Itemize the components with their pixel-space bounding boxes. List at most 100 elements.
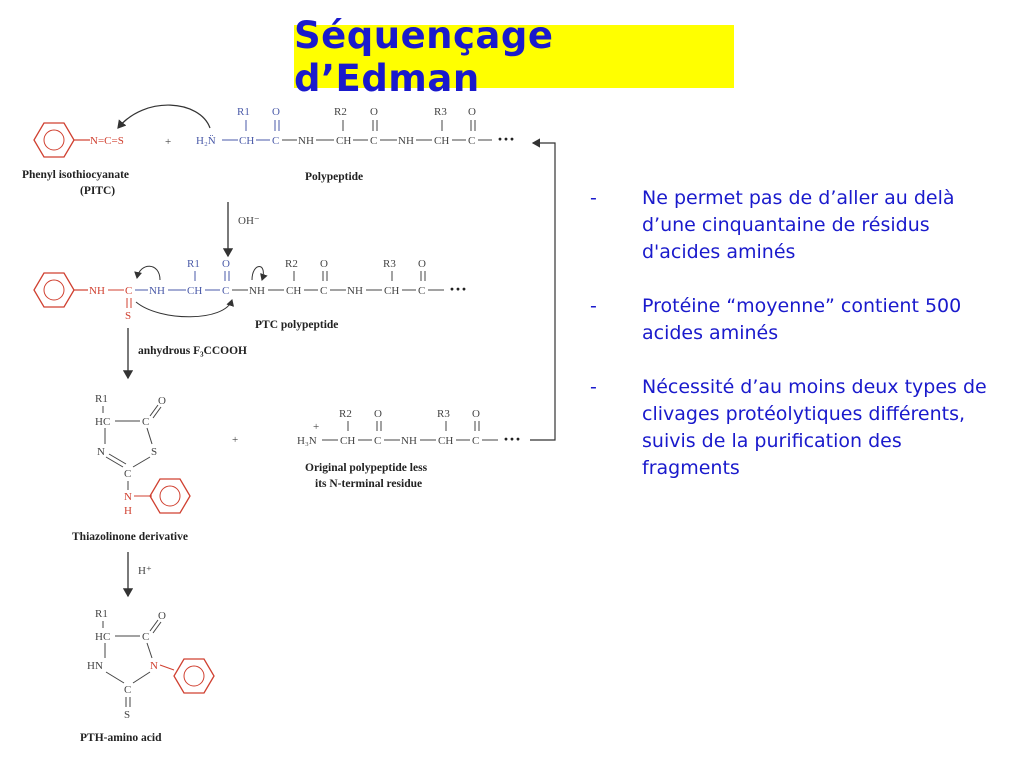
benzene-ring-1	[33, 122, 75, 158]
thiazolinone-structure: R1 HC C O N S C N H	[95, 393, 191, 517]
ptc-ch2: CH	[286, 285, 301, 297]
ptc-c3: C	[418, 285, 425, 297]
ptc-o2: O	[320, 258, 328, 270]
ch3: CH	[434, 135, 449, 147]
step1-reagent: OH⁻	[238, 215, 260, 227]
thz-nh-h: H	[124, 505, 132, 517]
o1: O	[272, 106, 280, 118]
pitc-formula: N=C=S	[90, 135, 124, 147]
benzene-ring-2	[33, 272, 75, 308]
step2-reagent: anhydrous F₃CCOOH	[138, 345, 247, 357]
orig-o1: O	[374, 408, 382, 420]
chain-continuation-2: ···	[449, 279, 467, 299]
c1: C	[272, 135, 279, 147]
orig-nh: NH	[401, 435, 417, 447]
pth-n: N	[150, 660, 158, 672]
thz-nh-n: N	[124, 491, 132, 503]
attack-arrow-1	[117, 104, 211, 129]
orig-o2: O	[472, 408, 480, 420]
original-polypeptide-structure: + H₃N CH R2 C O NH CH R3 C O ···	[297, 408, 521, 449]
pth-c: C	[142, 631, 149, 643]
attack-arrow-2	[134, 265, 161, 281]
c2: C	[370, 135, 377, 147]
ptc-s: S	[125, 310, 131, 322]
ptc-nh2: NH	[149, 285, 165, 297]
thz-hc: HC	[95, 416, 110, 428]
pth-o: O	[158, 610, 166, 622]
thz-c: C	[142, 416, 149, 428]
bullet-item-3: - Nécessité d’au moins deux types de cli…	[590, 374, 990, 482]
chain-continuation-1: ···	[497, 129, 515, 149]
orig-ch1: CH	[340, 435, 355, 447]
ptc-r1: R1	[187, 258, 200, 270]
orig-c2: C	[472, 435, 479, 447]
thz-o: O	[158, 395, 166, 407]
ptc-r2: R2	[285, 258, 298, 270]
ptc-nh4: NH	[347, 285, 363, 297]
ch2: CH	[336, 135, 351, 147]
h2n-group: H₂N̈	[196, 135, 216, 147]
ptc-o1: O	[222, 258, 230, 270]
original-label-line2: its N-terminal residue	[315, 478, 422, 490]
thz-r1: R1	[95, 393, 108, 405]
ptc-nh: NH	[89, 285, 105, 297]
polypeptide-label: Polypeptide	[305, 171, 363, 183]
thz-s: S	[151, 446, 157, 458]
bullet-item-1: - Ne permet pas de d’aller au delà d’une…	[590, 185, 990, 266]
plus-sign-2: +	[232, 434, 238, 446]
ptc-c1: C	[222, 285, 229, 297]
attack-arrow-3	[251, 266, 268, 281]
ptc-r3: R3	[383, 258, 396, 270]
pitc-label-line1: Phenyl isothiocyanate	[22, 169, 129, 181]
ptc-label: PTC polypeptide	[255, 319, 338, 331]
bullet-text-3: Nécessité d’au moins deux types de cliva…	[642, 376, 987, 479]
ptc-nh3: NH	[249, 285, 265, 297]
bullet-text-1: Ne permet pas de d’aller au delà d’une c…	[642, 187, 955, 263]
bullet-dash-2: -	[590, 295, 597, 317]
pth-structure: R1 HC C O HN N C S	[87, 608, 215, 721]
bullet-text-2: Protéine “moyenne” contient 500 acides a…	[642, 295, 962, 344]
chain-continuation-3: ···	[503, 429, 521, 449]
ptc-ch1: CH	[187, 285, 202, 297]
step3-reagent: H⁺	[138, 565, 152, 577]
pth-c2: C	[124, 684, 131, 696]
h3n-group: H₃N	[297, 435, 317, 447]
polypeptide-structure: H₂N̈ CH R1 C O NH CH R2 C O NH CH R3 C O…	[196, 106, 515, 149]
bullet-dash-3: -	[590, 376, 597, 398]
bullet-dash-1: -	[590, 187, 597, 209]
bullet-item-2: - Protéine “moyenne” contient 500 acides…	[590, 293, 990, 347]
r2-label: R2	[334, 106, 347, 118]
pth-r1: R1	[95, 608, 108, 620]
thz-c2: C	[124, 468, 131, 480]
bullet-list: - Ne permet pas de d’aller au delà d’une…	[590, 185, 990, 509]
ptc-polypeptide-structure: NH C S NH CH R1 C O NH CH R2 C O NH CH R…	[33, 258, 467, 322]
ptc-c: C	[125, 285, 132, 297]
ptc-c2: C	[320, 285, 327, 297]
pth-hn: HN	[87, 660, 103, 672]
orig-ch2: CH	[438, 435, 453, 447]
benzene-ring-3	[149, 478, 191, 514]
edman-reaction-diagram: N=C=S Phenyl isothiocyanate (PITC) + H₂N…	[22, 104, 556, 744]
slide-title: Séquençage d’Edman	[294, 13, 554, 100]
plus-sign-1: +	[165, 136, 171, 148]
o3: O	[468, 106, 476, 118]
orig-r2: R2	[339, 408, 352, 420]
nh2: NH	[398, 135, 414, 147]
ptc-o3: O	[418, 258, 426, 270]
thiazolinone-label: Thiazolinone derivative	[72, 531, 188, 543]
orig-c1: C	[374, 435, 381, 447]
pth-label: PTH-amino acid	[80, 732, 162, 744]
ch1: CH	[239, 135, 254, 147]
recycle-arrow	[530, 138, 556, 441]
nh1: NH	[298, 135, 314, 147]
h3n-plus: +	[313, 421, 319, 433]
benzene-ring-4	[173, 658, 215, 694]
title-box: Séquençage d’Edman	[294, 14, 734, 100]
c3: C	[468, 135, 475, 147]
pth-hc: HC	[95, 631, 110, 643]
cleavage-arrow	[135, 299, 234, 318]
o2: O	[370, 106, 378, 118]
pth-s: S	[124, 709, 130, 721]
r1-label: R1	[237, 106, 250, 118]
orig-r3: R3	[437, 408, 450, 420]
